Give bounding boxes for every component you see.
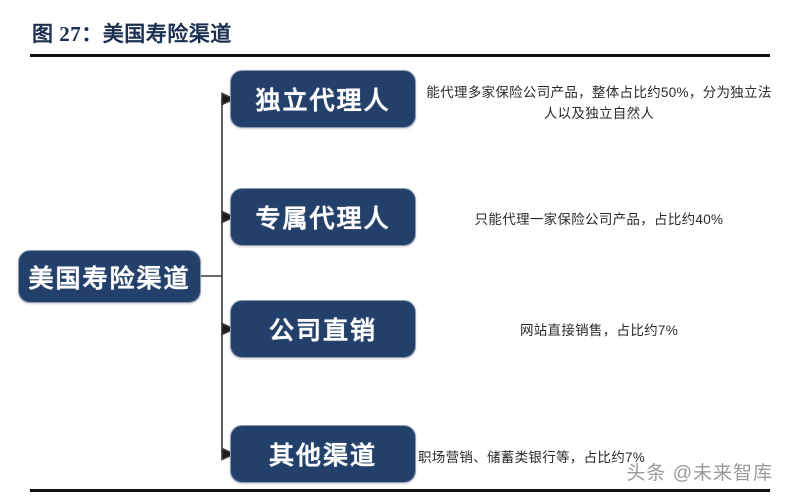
title-divider [30,54,770,57]
node-direct-sales[interactable]: 公司直销 [230,300,416,358]
bottom-divider [30,489,770,492]
node-captive-agent[interactable]: 专属代理人 [230,188,416,246]
description-captive-agent: 只能代理一家保险公司产品，占比约40% [474,212,724,227]
node-other-channels-label: 其他渠道 [268,442,377,470]
node-other-channels[interactable]: 其他渠道 [230,425,416,483]
node-root[interactable]: 美国寿险渠道 [18,250,201,303]
connector-lines [201,92,236,461]
org-chart: 美国寿险渠道 独立代理人 能代理多家保险公司产品，整体占比约50%，分为独立法人… [0,58,795,488]
node-root-label: 美国寿险渠道 [28,264,191,293]
description-other-channels: 职场营销、储蓄类银行等，占比约7% [418,450,646,465]
description-direct-sales: 网站直接销售，占比约7% [519,323,679,338]
node-captive-agent-label: 专属代理人 [255,205,391,233]
figure-title: 图 27：美国寿险渠道 [32,22,232,46]
description-independent-agent: 能代理多家保险公司产品，整体占比约50%，分为独立法人以及独立自然人 [426,85,772,121]
watermark: 头条 @未来智库 [626,463,773,484]
node-independent-agent-label: 独立代理人 [255,87,391,115]
node-independent-agent[interactable]: 独立代理人 [230,70,416,128]
node-direct-sales-label: 公司直销 [268,317,377,345]
